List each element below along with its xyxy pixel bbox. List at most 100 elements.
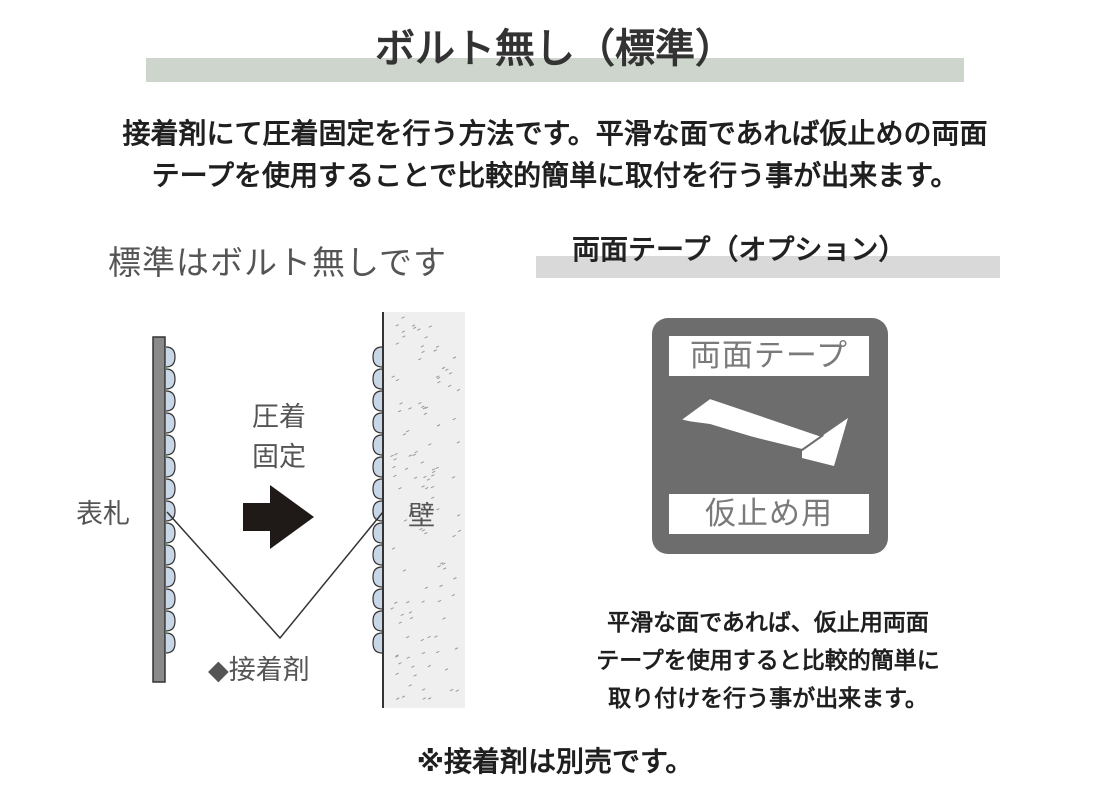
wall-speck [395,342,400,345]
press-line-1: 圧着 [252,402,306,433]
wall-speck [436,424,441,427]
wall-speck [427,664,432,668]
adhesive-blob [165,588,176,610]
wall-speck [402,569,407,572]
wall-speck [435,650,440,654]
icon-top-label: 両面テープ [669,336,869,376]
wall-label: 壁 [408,501,435,532]
wall-speck [442,567,447,570]
wall-speck [421,600,425,603]
wall [383,312,465,708]
wall-speck [423,475,427,479]
adhesive-blob [372,390,383,412]
wall-speck [452,534,456,538]
adhesive-blob [372,544,383,566]
wall-speck [435,345,440,348]
wall-speck [398,621,402,624]
wall-speck [434,635,438,638]
wall-speck [420,506,424,510]
wall-speck [405,635,410,639]
wall-speck [402,335,406,338]
wall-speck [430,485,435,489]
wall-speck [399,402,403,405]
wall-speck [456,388,461,392]
wall-speck [420,405,425,408]
wall-speck [423,412,428,415]
adhesive-blob [372,610,383,632]
wall-speck [395,672,399,676]
wall-speck [401,330,406,333]
wall-speck [439,584,443,588]
wall-speck [408,684,412,687]
wall-speck [394,452,398,456]
wall-speck [426,478,431,481]
wall-speck [420,345,425,348]
adhesive-blob [165,368,176,390]
wall-speck [453,577,457,580]
wall-speck [437,599,442,603]
wall-speck [397,409,402,413]
wall-speck [435,375,440,378]
adhesive-leader-lines [166,511,384,640]
wall-speck [454,647,459,650]
wall-speck [408,611,413,614]
wall-speck [421,529,426,532]
wall-speck [457,529,462,533]
wall-speck [456,441,461,444]
wall-speck [408,454,412,457]
wall-speck [451,476,456,479]
adhesive-blob [165,478,176,500]
wall-speck [402,433,407,436]
wall-speck [424,531,428,535]
wall-speck [433,349,437,352]
wall-speck [427,697,432,700]
wall-speck [436,376,441,380]
wall-speck [395,655,399,658]
adhesive-blob [165,522,176,544]
wall-speck [447,384,452,388]
wall-speck [400,613,404,616]
wall-speck [421,485,425,488]
adhesive-blob [165,390,176,412]
wall-speck [395,378,400,382]
wall-speck [395,324,399,327]
wall-speck [430,496,435,500]
wall-speck [424,336,428,339]
sign-label: 表札 [76,499,130,530]
wall-speck [420,638,424,642]
wall-speck [437,380,441,384]
adhesive-blob [165,544,176,566]
option-title: 両面テープ（オプション） [572,233,907,266]
wall-speck [439,562,444,565]
adhesive-blob [165,610,176,632]
sign-plate [152,336,166,683]
wall-speck [422,697,426,700]
intro-line-1: 接着剤にて圧着固定を行う方法です。平滑な面であれば仮止めの両面 [122,117,988,150]
option-description: 平滑な面であれば、仮止用両面 テープを使用すると比較的簡単に 取り付けを行う事が… [536,604,1000,718]
tape-strip-icon [677,396,848,466]
adhesive-blob [372,346,383,368]
wall-speck [391,375,395,378]
arrow-right-icon [243,485,314,549]
double-sided-tape-icon: 両面テープ 仮止め用 [652,318,888,554]
wall-speck [441,366,446,370]
intro-line-2: テープを使用することで比較的簡単に取付を行う事が出来ます。 [151,159,959,192]
wall-speck [448,372,453,375]
wall-speck [435,466,439,470]
wall-speck [414,450,418,454]
footnote: ※接着剤は別売です。 [416,745,694,778]
wall-speck [419,527,423,531]
adhesive-blob [165,456,176,478]
wall-speck [418,358,422,361]
wall-speck [417,512,422,515]
standard-note: 標準はボルト無しです [108,243,448,282]
adhesive-blob [372,434,383,456]
wall-speck [421,651,426,655]
option-desc-line-2: テープを使用すると比較的簡単に [596,648,940,674]
wall-speck [392,465,396,469]
wall-speck [442,562,446,565]
wall-speck [393,458,397,461]
wall-speck [413,674,417,677]
wall-speck [424,406,429,409]
